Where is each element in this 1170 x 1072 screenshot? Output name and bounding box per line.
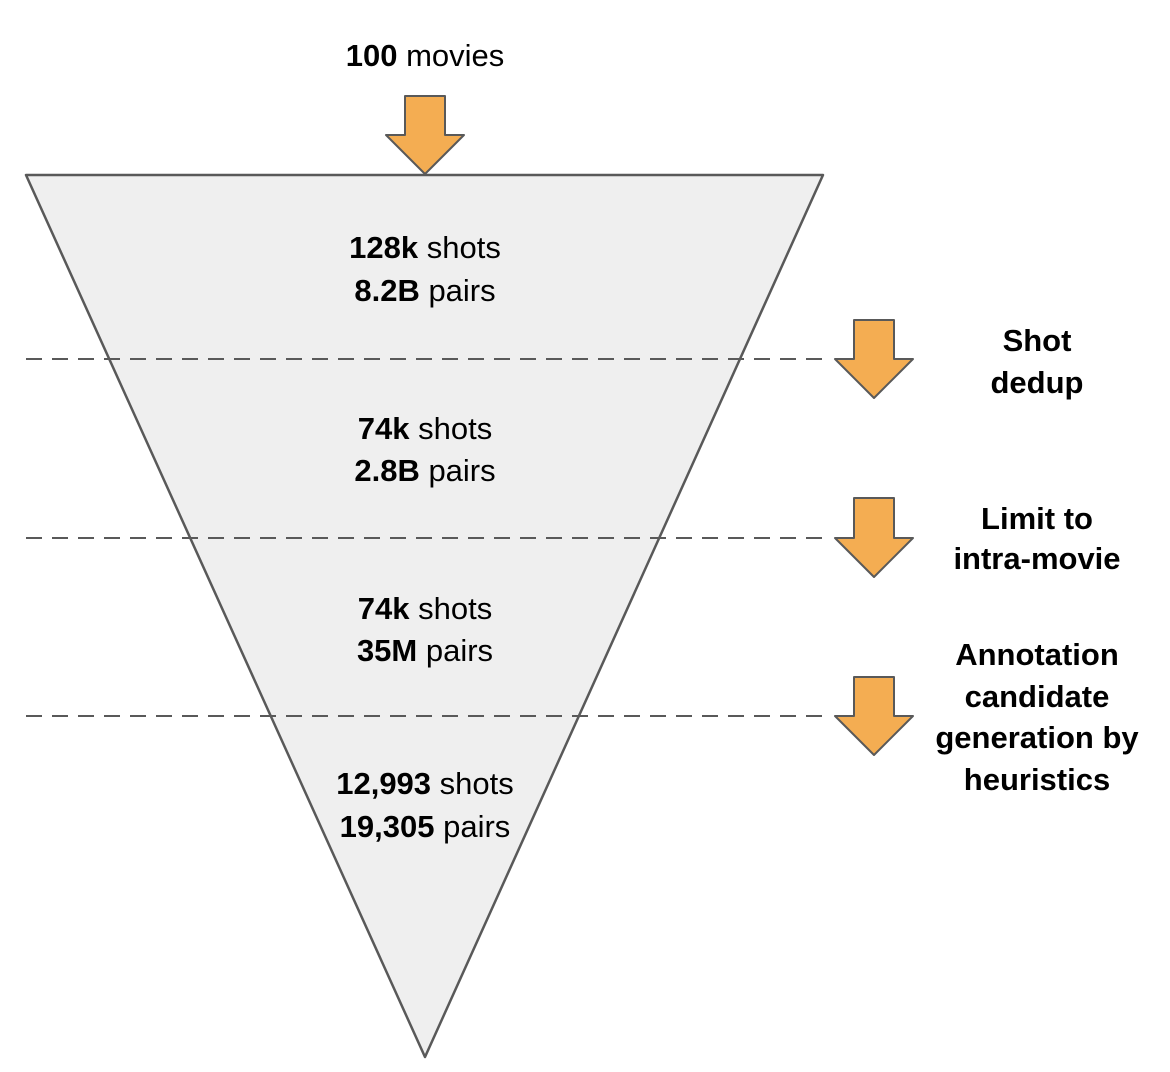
stage-1-shots: 128k shots <box>349 230 501 265</box>
input-down-arrow <box>385 95 465 175</box>
stage-4-shots-unit: shots <box>431 766 514 801</box>
stage-3-shots-value: 74k <box>358 591 410 626</box>
stage-2-pairs: 2.8B pairs <box>354 453 495 488</box>
input-count: 100 <box>346 38 398 73</box>
filter-3-line-4: heuristics <box>964 762 1110 797</box>
funnel-triangle <box>24 173 825 1059</box>
stage-2-shots-value: 74k <box>358 411 410 446</box>
stage-4-pairs-unit: pairs <box>435 809 511 844</box>
stage-2-pairs-unit: pairs <box>420 453 496 488</box>
stage-3-pairs-unit: pairs <box>417 633 493 668</box>
stage-1-pairs-unit: pairs <box>420 273 496 308</box>
stage-4-shots: 12,993 shots <box>336 766 514 801</box>
stage-3-pairs: 35M pairs <box>357 633 493 668</box>
stage-3-pairs-value: 35M <box>357 633 417 668</box>
filter-down-arrow-2 <box>834 497 914 578</box>
stage-1-pairs-value: 8.2B <box>354 273 419 308</box>
filter-2-line-2: intra-movie <box>953 541 1120 576</box>
stage-2-pairs-value: 2.8B <box>354 453 419 488</box>
filter-3-line-1: Annotation <box>955 637 1119 672</box>
stage-3-shots: 74k shots <box>358 591 492 626</box>
stage-1-shots-unit: shots <box>418 230 501 265</box>
input-unit: movies <box>397 38 504 73</box>
stage-2-shots-unit: shots <box>410 411 493 446</box>
filter-1-line-2: dedup <box>991 365 1084 400</box>
filter-down-arrow-1 <box>834 319 914 399</box>
stage-3-shots-unit: shots <box>410 591 493 626</box>
stage-1-shots-value: 128k <box>349 230 419 265</box>
stage-4-pairs: 19,305 pairs <box>340 809 511 844</box>
filter-3-line-3: generation by <box>935 720 1139 755</box>
stage-4-shots-value: 12,993 <box>336 766 431 801</box>
stage-4-pairs-value: 19,305 <box>340 809 435 844</box>
stage-2-shots: 74k shots <box>358 411 492 446</box>
input-label: 100 movies <box>346 38 505 73</box>
filter-3-line-2: candidate <box>965 679 1110 714</box>
filter-2-line-1: Limit to <box>981 501 1093 536</box>
stage-1-pairs: 8.2B pairs <box>354 273 495 308</box>
filter-down-arrow-3 <box>834 676 914 756</box>
filter-1-line-1: Shot <box>1003 323 1072 358</box>
